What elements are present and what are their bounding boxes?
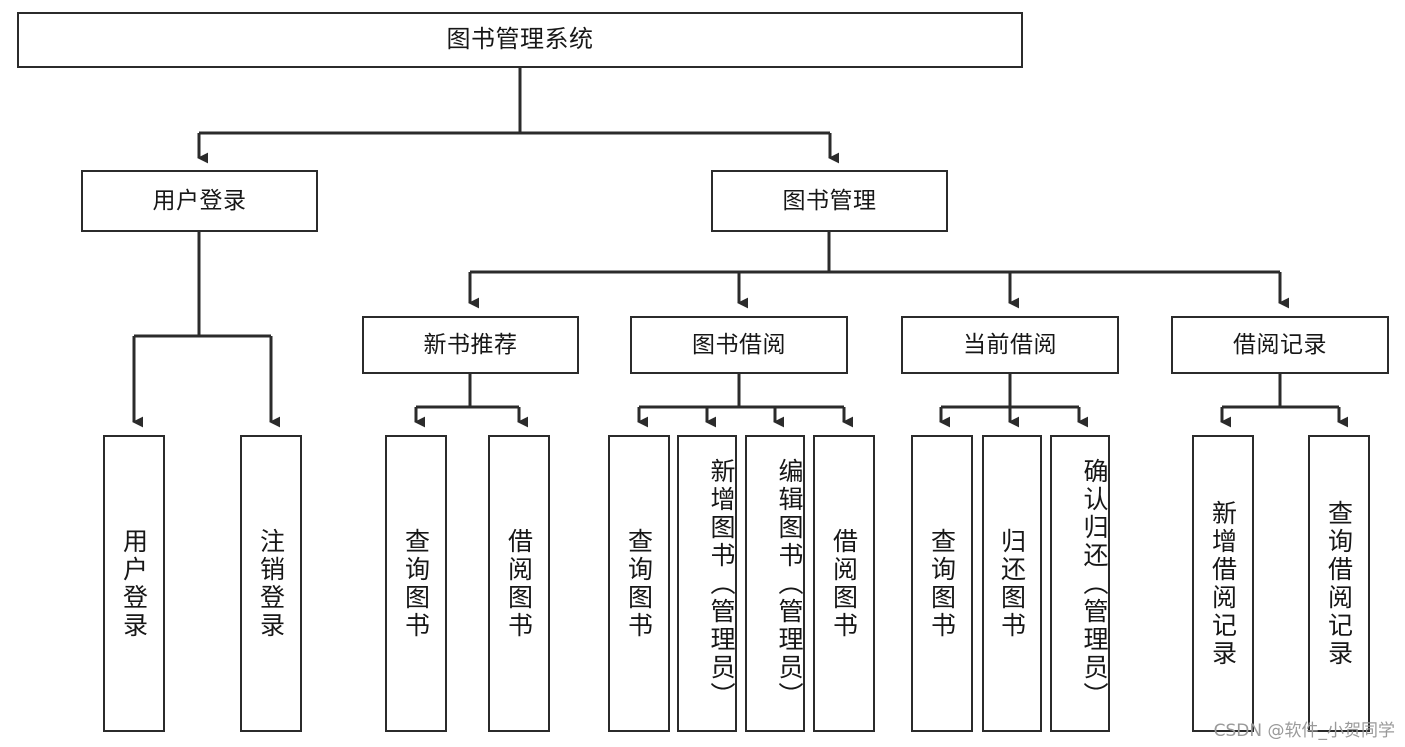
node-user-login[interactable]: 用户登录 bbox=[81, 170, 318, 232]
node-book-management[interactable]: 图书管理 bbox=[711, 170, 948, 232]
node-label: 图书管理系统 bbox=[446, 25, 594, 54]
node-label: 查询借阅记录 bbox=[1324, 499, 1354, 668]
node-label: 查询图书 bbox=[624, 527, 654, 640]
leaf-user-login-logout[interactable]: 注销登录 bbox=[240, 435, 302, 732]
leaf-borrow-record-add-record[interactable]: 新增借阅记录 bbox=[1192, 435, 1254, 732]
leaf-book-borrow-query-book[interactable]: 查询图书 bbox=[608, 435, 670, 732]
node-label: 图书管理 bbox=[782, 187, 877, 214]
node-label: 图书借阅 bbox=[692, 331, 786, 358]
node-current-borrow[interactable]: 当前借阅 bbox=[901, 316, 1119, 374]
node-borrow-record[interactable]: 借阅记录 bbox=[1171, 316, 1389, 374]
node-label: 归还图书 bbox=[997, 527, 1027, 640]
leaf-new-book-query-book[interactable]: 查询图书 bbox=[385, 435, 447, 732]
leaf-book-borrow-borrow-book[interactable]: 借阅图书 bbox=[813, 435, 875, 732]
node-label: 新书推荐 bbox=[423, 331, 518, 358]
leaf-book-borrow-add-book-admin[interactable]: 新增图书（管理员） bbox=[677, 435, 737, 732]
node-label: 借阅图书 bbox=[829, 527, 859, 640]
node-label: 借阅图书 bbox=[504, 527, 534, 640]
node-label: 新增图书（管理员） bbox=[707, 457, 736, 710]
node-label: 借阅记录 bbox=[1233, 331, 1327, 358]
node-label: 用户登录 bbox=[152, 187, 247, 214]
node-label: 当前借阅 bbox=[963, 331, 1057, 358]
node-label: 新增借阅记录 bbox=[1208, 499, 1238, 668]
leaf-new-book-borrow-book[interactable]: 借阅图书 bbox=[488, 435, 550, 732]
leaf-borrow-record-query-record[interactable]: 查询借阅记录 bbox=[1308, 435, 1370, 732]
leaf-user-login-login[interactable]: 用户登录 bbox=[103, 435, 165, 732]
node-label: 查询图书 bbox=[401, 527, 431, 640]
node-new-book-recommend[interactable]: 新书推荐 bbox=[362, 316, 579, 374]
node-label: 注销登录 bbox=[256, 527, 286, 640]
leaf-book-borrow-edit-book-admin[interactable]: 编辑图书（管理员） bbox=[745, 435, 805, 732]
node-root-book-management-system[interactable]: 图书管理系统 bbox=[17, 12, 1023, 68]
node-label: 查询图书 bbox=[927, 527, 957, 640]
leaf-current-borrow-confirm-return-admin[interactable]: 确认归还（管理员） bbox=[1050, 435, 1110, 732]
node-label: 用户登录 bbox=[119, 527, 149, 640]
node-label: 确认归还（管理员） bbox=[1080, 457, 1109, 710]
node-book-borrow[interactable]: 图书借阅 bbox=[630, 316, 848, 374]
leaf-current-borrow-query-book[interactable]: 查询图书 bbox=[911, 435, 973, 732]
node-label: 编辑图书（管理员） bbox=[775, 457, 804, 710]
leaf-current-borrow-return-book[interactable]: 归还图书 bbox=[982, 435, 1042, 732]
